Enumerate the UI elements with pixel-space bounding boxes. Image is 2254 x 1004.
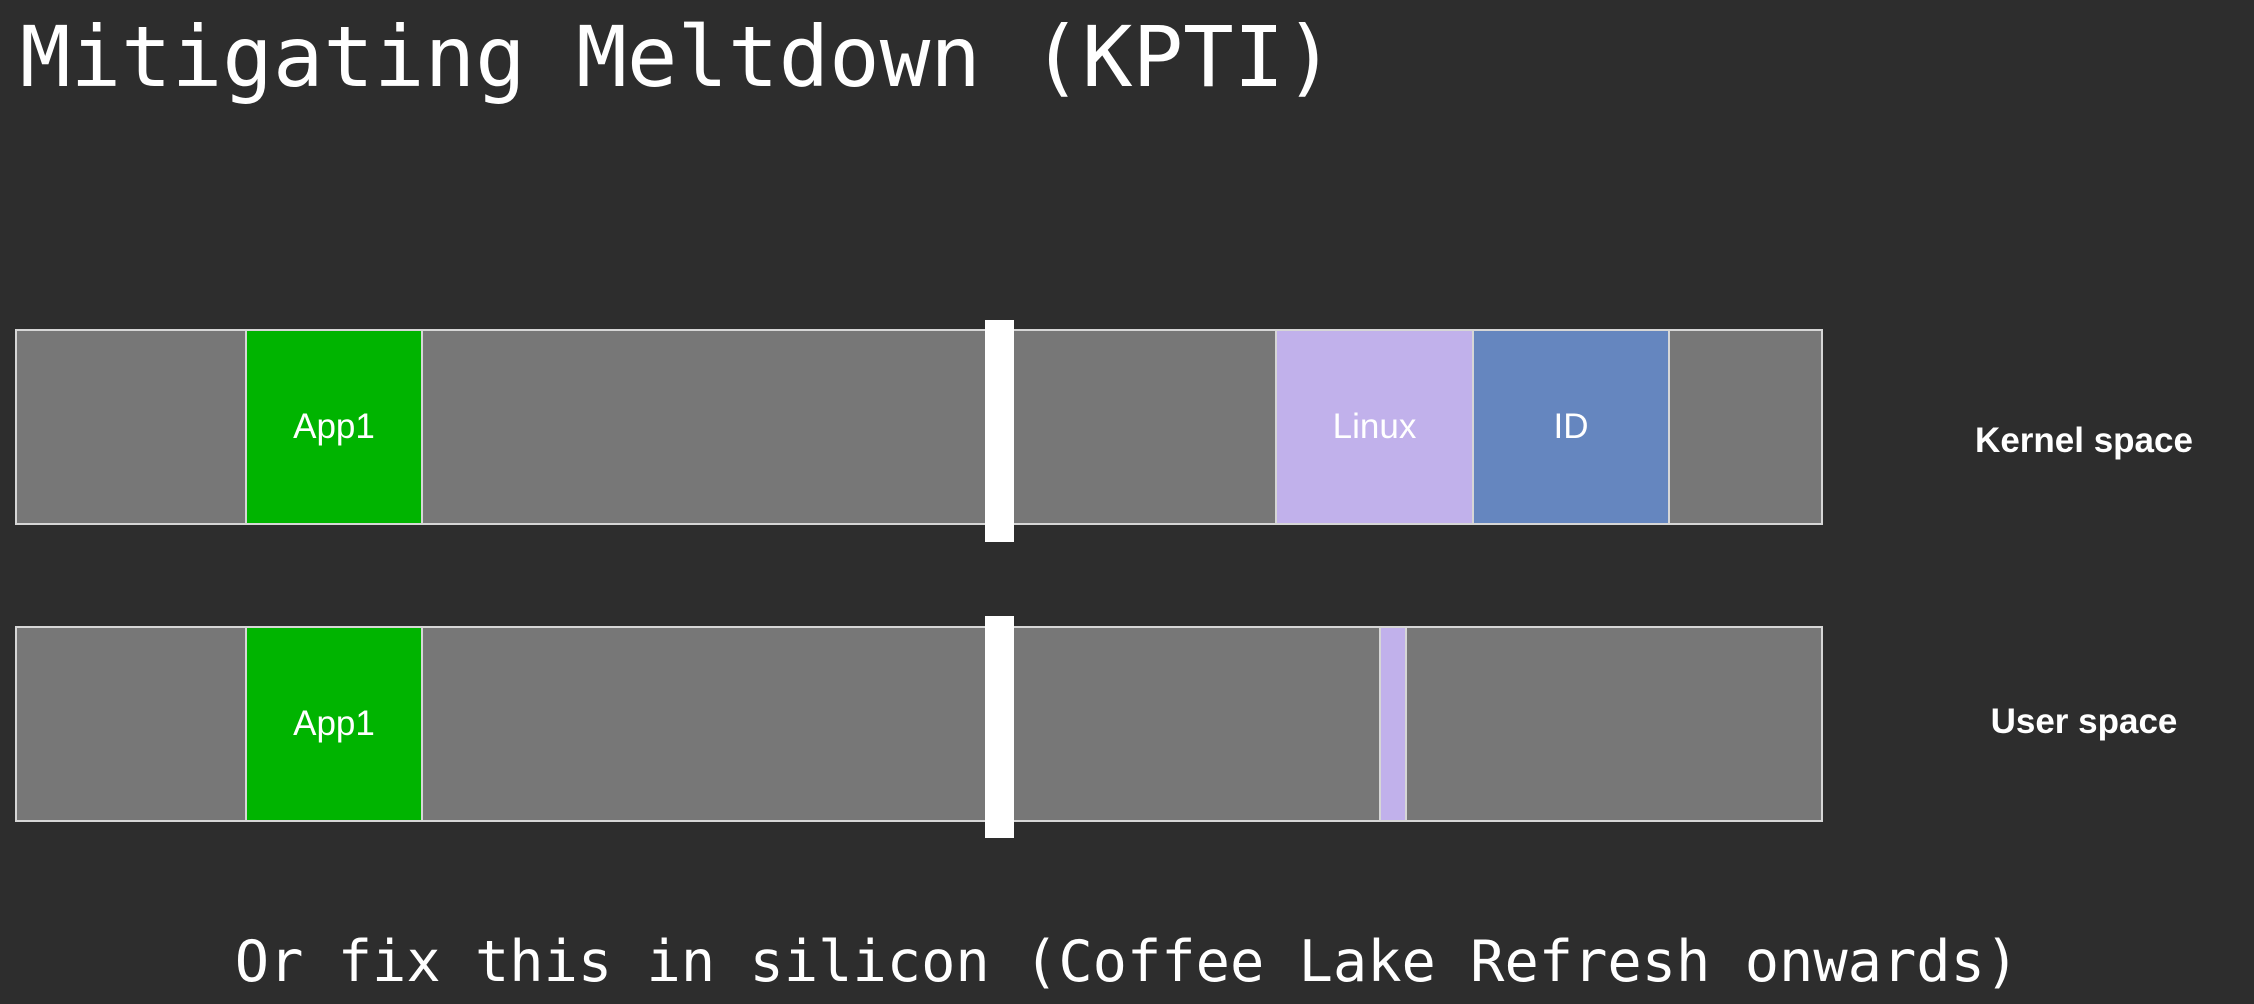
kernel-id-block: ID: [1472, 329, 1670, 525]
kernel-user-divider-bottom: [985, 616, 1014, 838]
kernel-app1-label: App1: [293, 407, 375, 446]
kernel-linux-block: Linux: [1275, 329, 1474, 525]
kernel-space-label: Kernel space: [1975, 421, 2193, 460]
kernel-app1-block: App1: [245, 329, 423, 525]
kernel-user-divider-top: [985, 320, 1014, 542]
kernel-address-space-bar: App1 Linux ID: [15, 329, 1823, 525]
kernel-id-label: ID: [1553, 407, 1589, 446]
kernel-linux-label: Linux: [1332, 407, 1417, 446]
user-space-label: User space: [1990, 702, 2178, 741]
slide-footer: Or fix this in silicon (Coffee Lake Refr…: [234, 929, 2020, 995]
user-linux-stub-block: [1379, 626, 1407, 822]
user-app1-label: App1: [293, 704, 375, 743]
slide-title: Mitigating Meltdown (KPTI): [20, 8, 1335, 106]
user-app1-block: App1: [245, 626, 423, 822]
user-address-space-bar: App1: [15, 626, 1823, 822]
